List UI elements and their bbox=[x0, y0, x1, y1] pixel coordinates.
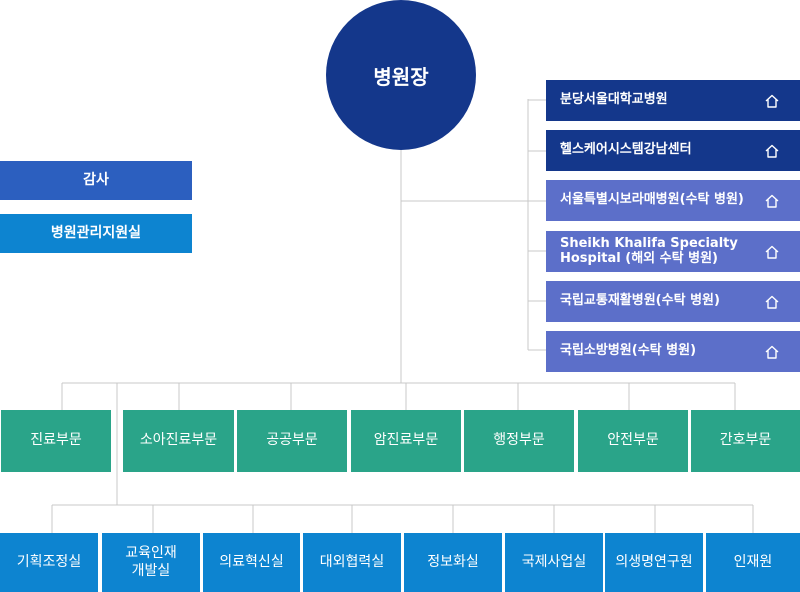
dept-public[interactable]: 공공부문 bbox=[237, 410, 347, 472]
sub-external[interactable]: 대외협력실 bbox=[303, 533, 401, 592]
dept-clinical[interactable]: 진료부문 bbox=[1, 410, 111, 472]
dept-pediatric[interactable]: 소아진료부문 bbox=[123, 410, 234, 472]
hospital-director-node[interactable]: 병원장 bbox=[326, 0, 476, 150]
sub-education[interactable]: 교육인재 개발실 bbox=[102, 533, 200, 592]
affiliate-label: 헬스케어시스템강남센터 bbox=[560, 142, 692, 158]
affiliate-label: Sheikh Khalifa Specialty Hospital (해외 수탁… bbox=[560, 235, 738, 266]
affiliate-label: 국립소방병원(수탁 병원) bbox=[560, 343, 697, 359]
dept-cancer[interactable]: 암진료부문 bbox=[351, 410, 461, 472]
affiliate-traffic-rehab[interactable]: 국립교통재활병원(수탁 병원) bbox=[546, 281, 800, 322]
affiliate-fire-hospital[interactable]: 국립소방병원(수탁 병원) bbox=[546, 331, 800, 372]
home-icon[interactable] bbox=[764, 294, 780, 310]
affiliate-label: 국립교통재활병원(수탁 병원) bbox=[560, 293, 720, 309]
home-icon[interactable] bbox=[764, 143, 780, 159]
home-icon[interactable] bbox=[764, 244, 780, 260]
sub-informatization[interactable]: 정보화실 bbox=[404, 533, 502, 592]
sub-international[interactable]: 국제사업실 bbox=[505, 533, 603, 592]
home-icon[interactable] bbox=[764, 93, 780, 109]
affiliate-label: 분당서울대학교병원 bbox=[560, 92, 668, 108]
home-icon[interactable] bbox=[764, 193, 780, 209]
dept-safety[interactable]: 안전부문 bbox=[578, 410, 688, 472]
dept-administration[interactable]: 행정부문 bbox=[464, 410, 574, 472]
sub-biomedical-research[interactable]: 의생명연구원 bbox=[605, 533, 703, 592]
sub-talent[interactable]: 인재원 bbox=[706, 533, 800, 592]
affiliate-bundang-snuh[interactable]: 분당서울대학교병원 bbox=[546, 80, 800, 121]
sub-innovation[interactable]: 의료혁신실 bbox=[203, 533, 300, 592]
affiliate-boramae[interactable]: 서울특별시보라매병원(수탁 병원) bbox=[546, 180, 800, 221]
affiliate-healthcare-gangnam[interactable]: 헬스케어시스템강남센터 bbox=[546, 130, 800, 171]
home-icon[interactable] bbox=[764, 344, 780, 360]
affiliate-sheikh-khalifa[interactable]: Sheikh Khalifa Specialty Hospital (해외 수탁… bbox=[546, 231, 800, 272]
sub-planning[interactable]: 기획조정실 bbox=[0, 533, 98, 592]
dept-nursing[interactable]: 간호부문 bbox=[691, 410, 800, 472]
affiliate-label: 서울특별시보라매병원(수탁 병원) bbox=[560, 192, 744, 208]
hospital-management-support-office[interactable]: 병원관리지원실 bbox=[0, 214, 192, 253]
audit-unit[interactable]: 감사 bbox=[0, 161, 192, 200]
sub-education-label: 교육인재 개발실 bbox=[125, 545, 177, 579]
